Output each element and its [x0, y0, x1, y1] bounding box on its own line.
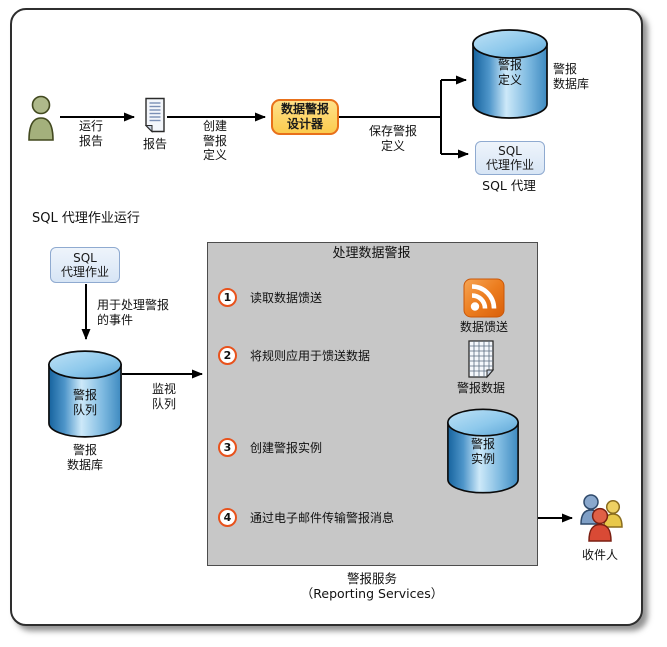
step-3-badge: 3	[218, 438, 237, 457]
step-4-badge: 4	[218, 508, 237, 527]
alert-data-label: 警报数据	[456, 381, 505, 395]
alert-definition-cylinder	[472, 29, 548, 119]
process-box-title: 处理数据警报	[332, 246, 411, 261]
report-label: 报告	[142, 137, 167, 151]
save-alert-label: 保存警报 定义	[368, 124, 417, 153]
sql-agent-label: SQL 代理	[482, 178, 536, 193]
report-document-icon	[144, 97, 165, 133]
user-icon	[28, 95, 54, 141]
alert-queue-cylinder	[48, 350, 122, 438]
create-alert-label: 创建 警报 定义	[203, 119, 228, 162]
alert-database-label-left: 警报 数据库	[66, 443, 103, 472]
recipients-label: 收件人	[581, 548, 618, 562]
run-report-label: 运行 报告	[78, 119, 103, 148]
recipients-icon	[580, 494, 623, 542]
step-2-badge: 2	[218, 346, 237, 365]
alert-queue-cylinder-label: 警报 队列	[72, 388, 97, 417]
alert-definition-cylinder-label: 警报 定义	[497, 58, 522, 87]
data-alert-designer-box: 数据警报 设计器	[271, 99, 339, 135]
step-1-text: 读取数据馈送	[250, 291, 323, 305]
sql-agent-job-run-heading: SQL 代理作业运行	[32, 211, 140, 226]
event-for-alerts-label: 用于处理警报 的事件	[97, 298, 170, 327]
rss-feed-icon	[463, 278, 505, 318]
monitor-queue-label: 监视 队列	[152, 382, 177, 411]
alert-instance-cylinder	[447, 408, 519, 494]
data-feed-label: 数据馈送	[459, 320, 508, 334]
sql-agent-job-box-left: SQL 代理作业	[50, 247, 120, 283]
alert-database-label-top: 警报 数据库	[553, 62, 590, 91]
step-2-text: 将规则应用于馈送数据	[250, 349, 371, 363]
step-4-text: 通过电子邮件传输警报消息	[250, 511, 395, 525]
alert-data-grid-icon	[468, 340, 495, 379]
step-1-badge: 1	[218, 288, 237, 307]
alert-instance-cylinder-label: 警报 实例	[470, 437, 495, 466]
alerting-service-caption: 警报服务 （Reporting Services）	[300, 571, 444, 601]
step-3-text: 创建警报实例	[250, 441, 323, 455]
sql-agent-job-box-top: SQL 代理作业	[475, 141, 545, 175]
